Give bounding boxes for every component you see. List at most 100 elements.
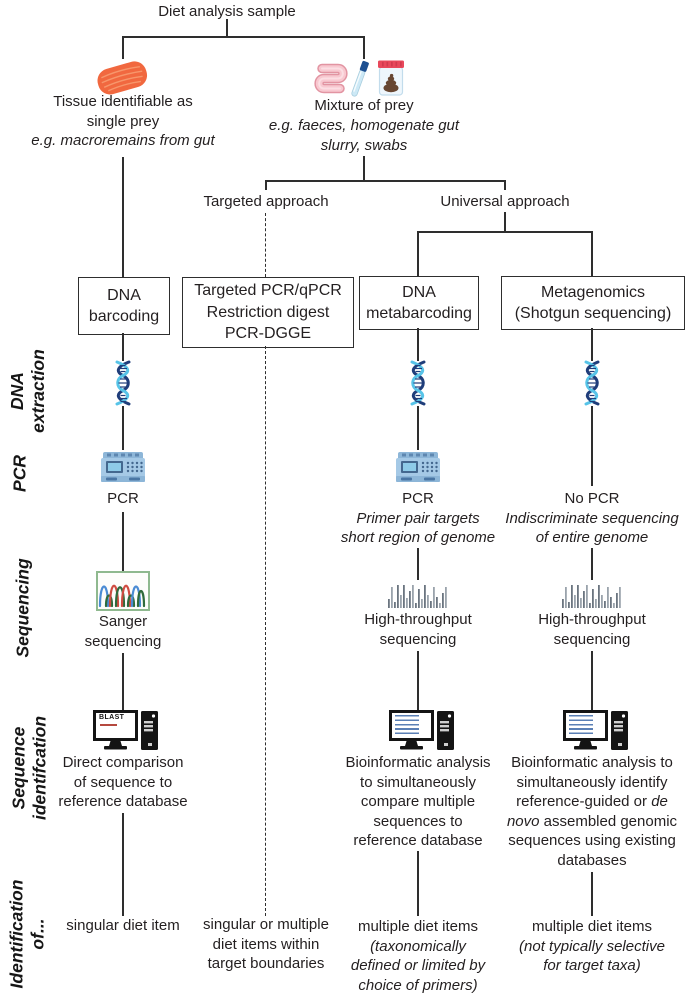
connector-line: [265, 180, 267, 190]
identification-col4-line2: simultaneously identify: [516, 773, 668, 791]
approach-targeted-label: Targeted approach: [203, 193, 329, 210]
box-metabarcoding-line1: DNA: [402, 283, 436, 301]
sequencing-col1-line2: sequencing: [84, 632, 162, 650]
sample-mixture-line1: Mixture of prey: [314, 97, 414, 114]
connector-line: [417, 851, 419, 916]
identification-col3-label: Bioinformatic analysis to simultaneously…: [333, 753, 503, 851]
identification-col3-line1: Bioinformatic analysis: [345, 754, 491, 771]
read-bars-icon: [387, 582, 449, 608]
connector-line: [122, 653, 124, 710]
row-label-dna-extraction-line2: extraction: [28, 349, 48, 433]
dna-helix-icon: [403, 360, 433, 406]
connector-line: [417, 328, 419, 361]
identification-col4-line4-normal: assembled genomic: [539, 812, 678, 830]
connector-line: [504, 180, 506, 190]
pcr-col4-note1: Indiscriminate sequencing: [505, 509, 679, 527]
result-col4-note1: (not typically selective: [519, 937, 665, 955]
connector-line: [591, 231, 593, 276]
connector-line: [591, 548, 593, 580]
pcr-col4-title: No PCR: [564, 490, 620, 507]
identification-col3-line3: compare multiple: [360, 793, 476, 810]
connector-line-dashed: [264, 213, 266, 277]
sample-mixture-example1: e.g. faeces, homogenate gut: [268, 117, 460, 134]
result-col3-title: multiple diet items: [357, 918, 479, 935]
sequencing-col3-line1: High-throughput: [364, 611, 472, 628]
pcr-col3-note2: short region of genome: [340, 529, 496, 546]
box-dna-barcoding-line1: DNA: [107, 286, 141, 304]
identification-col1-line3: reference database: [58, 793, 188, 810]
row-label-sequencing: Sequencing: [12, 558, 33, 658]
specimen-jar-icon: [377, 60, 405, 96]
result-col2-line3: target boundaries: [207, 955, 325, 972]
thermocycler-icon: [394, 450, 442, 488]
connector-line: [591, 328, 593, 361]
connector-line: [122, 813, 124, 916]
sequencing-col4-label: High-throughput sequencing: [532, 610, 652, 649]
result-col2-line2: diet items within: [212, 935, 320, 953]
page-title: Diet analysis sample: [158, 3, 296, 20]
row-label-dna-extraction-line1: DNA: [7, 372, 27, 410]
connector-line: [122, 406, 124, 450]
connector-line: [122, 36, 364, 38]
blast-screen-subline: [100, 724, 117, 726]
box-metagenomics-line2: (Shotgun sequencing): [514, 305, 672, 322]
sequence-screen-lines: [395, 715, 419, 736]
box-targeted-methods: Targeted PCR/qPCR Restriction digest PCR…: [182, 277, 354, 348]
box-metagenomics-line1: Metagenomics: [540, 283, 646, 301]
tissue-icon: [93, 57, 151, 97]
identification-col4-line4-italic: novo: [506, 812, 540, 830]
row-label-idof-line1: Identification: [6, 879, 27, 989]
identification-col1-label: Direct comparison of sequence to referen…: [43, 753, 203, 812]
pcr-col4-label: No PCR Indiscriminate sequencing of enti…: [497, 489, 685, 548]
identification-col4-line5: sequences using existing: [508, 832, 676, 849]
box-dna-barcoding-line2: barcoding: [88, 308, 160, 325]
box-dna-metabarcoding: DNA metabarcoding: [359, 276, 479, 330]
sequencing-col1-label: Sanger sequencing: [63, 612, 183, 651]
connector-line: [417, 548, 419, 580]
connector-line: [591, 406, 593, 486]
identification-col4-line4: novo assembled genomic: [497, 812, 685, 832]
connector-line: [226, 19, 228, 37]
identification-col4-line6: databases: [557, 851, 627, 869]
sequencing-col4-line1: High-throughput: [538, 611, 646, 628]
result-col2-line1: singular or multiple: [203, 916, 329, 933]
box-targeted-line3: PCR-DGGE: [224, 325, 312, 343]
box-targeted-line1: Targeted PCR/qPCR: [194, 282, 342, 300]
chromatogram-icon: [96, 571, 150, 611]
sequencing-col1-line1: Sanger: [98, 613, 148, 630]
identification-col1-line1: Direct comparison: [62, 754, 184, 771]
blast-screen-label: BLAST: [99, 714, 125, 721]
sample-mixture-example2: slurry, swabs: [320, 137, 408, 154]
connector-line: [363, 156, 365, 182]
row-label-pcr: PCR: [9, 455, 30, 492]
box-dna-barcoding: DNA barcoding: [78, 277, 170, 335]
pcr-col1-label: PCR: [107, 490, 139, 507]
row-label-seqid-line1: Sequence: [8, 726, 29, 810]
identification-col1-line2: of sequence to: [73, 773, 173, 791]
row-label-dna-extraction: DNA extraction: [7, 341, 49, 441]
result-col2-label: singular or multiple diet items within t…: [181, 915, 351, 974]
connector-line: [363, 36, 365, 59]
connector-line: [122, 333, 124, 361]
sequencing-col4-line2: sequencing: [553, 630, 631, 648]
approach-universal-label: Universal approach: [440, 193, 570, 210]
thermocycler-icon: [99, 450, 147, 488]
connector-line: [417, 231, 419, 276]
sequencing-col3-line2: sequencing: [379, 630, 457, 648]
connector-line: [265, 180, 505, 182]
dna-helix-icon: [108, 360, 138, 406]
sequence-screen-lines: [569, 715, 593, 736]
result-col4-note2: for target taxa): [543, 957, 641, 974]
connector-line: [417, 406, 419, 450]
pcr-col3-title: PCR: [402, 490, 434, 507]
connector-line: [417, 651, 419, 710]
intestine-icon: [313, 62, 349, 96]
connector-line: [591, 651, 593, 710]
identification-col3-line2: to simultaneously: [360, 773, 476, 791]
box-metabarcoding-line2: metabarcoding: [366, 305, 472, 322]
identification-col3-line5: reference database: [353, 832, 483, 849]
result-col3-note2: defined or limited by: [350, 957, 486, 974]
identification-col4-label: Bioinformatic analysis to simultaneously…: [497, 753, 685, 870]
connector-line-dashed: [264, 346, 266, 916]
